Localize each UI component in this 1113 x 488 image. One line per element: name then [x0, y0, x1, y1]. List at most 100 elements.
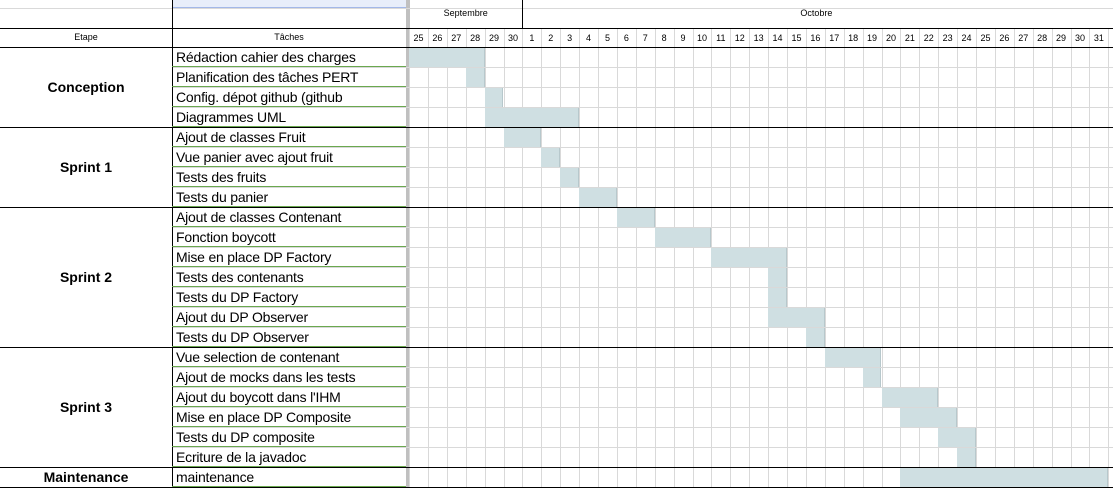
- grid-vline: [938, 28, 940, 488]
- day-label: 27: [451, 33, 462, 43]
- task-bar[interactable]: [616, 208, 655, 227]
- grid-vline: [843, 28, 845, 488]
- task-bar[interactable]: [824, 348, 882, 367]
- task-bar[interactable]: [503, 128, 542, 147]
- grid-vline: [579, 28, 581, 488]
- task-bar[interactable]: [768, 268, 787, 287]
- task-row[interactable]: Ajout de mocks dans les tests: [172, 367, 406, 387]
- task-bar[interactable]: [541, 148, 561, 167]
- task-bar[interactable]: [862, 368, 882, 387]
- day-label: 29: [489, 33, 500, 43]
- task-bar[interactable]: [465, 68, 485, 87]
- task-row[interactable]: Tests des fruits: [172, 167, 406, 187]
- task-bar[interactable]: [768, 288, 787, 307]
- task-label: maintenance: [176, 469, 254, 485]
- day-label: 21: [904, 33, 915, 43]
- task-row[interactable]: Ajout du DP Observer: [172, 307, 406, 327]
- day-label: 14: [772, 33, 783, 43]
- task-bar[interactable]: [654, 228, 712, 247]
- grid-vline: [484, 28, 486, 488]
- task-bar[interactable]: [768, 308, 825, 327]
- task-row[interactable]: Tests du DP Factory: [172, 287, 406, 307]
- grid-hline: [0, 387, 1113, 388]
- task-row[interactable]: Ajout de classes Contenant: [172, 207, 406, 227]
- task-row[interactable]: Rédaction cahier des charges: [172, 47, 406, 67]
- task-bar[interactable]: [484, 88, 504, 107]
- day-label: 27: [1018, 33, 1029, 43]
- grid-vline: [1089, 28, 1091, 488]
- grid-vline: [957, 28, 959, 488]
- task-row[interactable]: Tests du DP composite: [172, 427, 406, 447]
- day-label: 25: [413, 33, 424, 43]
- task-row[interactable]: Fonction boycott: [172, 227, 406, 247]
- task-bar[interactable]: [579, 188, 617, 207]
- task-row[interactable]: Tests des contenants: [172, 267, 406, 287]
- grid-hline: [0, 407, 1113, 408]
- task-label: Ecriture de la javadoc: [176, 449, 307, 465]
- task-label: Fonction boycott: [176, 229, 276, 245]
- task-bar[interactable]: [409, 48, 485, 67]
- task-bar[interactable]: [900, 468, 1109, 487]
- freeze-divider[interactable]: [406, 0, 410, 488]
- phase-label: Sprint 3: [59, 399, 113, 415]
- phase-label: Sprint 2: [59, 269, 113, 285]
- task-row[interactable]: Config. dépot github (github: [172, 87, 406, 107]
- day-label: 5: [604, 33, 610, 43]
- phase-separator: [172, 127, 1113, 128]
- grid-vline: [427, 28, 429, 488]
- phase-separator: [172, 467, 1113, 468]
- task-bar[interactable]: [711, 248, 787, 267]
- task-row[interactable]: Diagrammes UML: [172, 107, 406, 127]
- day-label: 4: [586, 33, 592, 43]
- grid-vline: [541, 28, 543, 488]
- task-row[interactable]: Ajout du boycott dans l'IHM: [172, 387, 406, 407]
- task-bar[interactable]: [957, 448, 976, 467]
- grid-hline: [0, 187, 1113, 188]
- day-label: 11: [716, 33, 726, 43]
- task-label: Ajout de classes Fruit: [176, 129, 306, 145]
- task-bar[interactable]: [938, 428, 976, 447]
- task-row[interactable]: Vue panier avec ajout fruit: [172, 147, 406, 167]
- grid-hline: [0, 427, 1113, 428]
- day-label: 28: [470, 33, 481, 43]
- task-row[interactable]: Mise en place DP Composite: [172, 407, 406, 427]
- day-label: 28: [1037, 33, 1048, 43]
- task-bar[interactable]: [805, 328, 825, 347]
- task-bar[interactable]: [560, 168, 580, 187]
- month-header[interactable]: Octobre: [522, 0, 1108, 28]
- phase-cell[interactable]: Sprint 1: [0, 127, 172, 207]
- grid-vline: [1108, 28, 1110, 488]
- task-row[interactable]: Vue selection de contenant: [172, 347, 406, 367]
- phase-separator: [172, 207, 1113, 208]
- grid-vline: [673, 28, 675, 488]
- day-label: 1: [529, 33, 535, 43]
- grid-hline: [0, 227, 1113, 228]
- month-header[interactable]: Septembre: [409, 0, 522, 28]
- phase-cell[interactable]: Maintenance: [0, 467, 172, 487]
- task-row[interactable]: Ajout de classes Fruit: [172, 127, 406, 147]
- task-row[interactable]: maintenance: [172, 467, 406, 487]
- day-label: 13: [753, 33, 764, 43]
- grid-hline: [0, 147, 1113, 148]
- task-row[interactable]: Tests du panier: [172, 187, 406, 207]
- grid-hline: [0, 247, 1113, 248]
- phase-cell[interactable]: Sprint 2: [0, 207, 172, 347]
- task-bar[interactable]: [484, 108, 580, 127]
- task-row[interactable]: Ecriture de la javadoc: [172, 447, 406, 467]
- task-row[interactable]: Planification des tâches PERT: [172, 67, 406, 87]
- selected-cell[interactable]: [172, 0, 406, 8]
- phase-cell[interactable]: Conception: [0, 47, 172, 127]
- taches-header: Tâches: [274, 32, 304, 42]
- phase-cell[interactable]: Sprint 3: [0, 347, 172, 467]
- task-label: Ajout de classes Contenant: [176, 209, 342, 225]
- task-label: Ajout de mocks dans les tests: [176, 369, 356, 385]
- grid-vline: [1032, 28, 1034, 488]
- day-label: 16: [810, 33, 821, 43]
- task-row[interactable]: Mise en place DP Factory: [172, 247, 406, 267]
- day-label: 31: [1093, 33, 1104, 43]
- task-bar[interactable]: [881, 388, 939, 407]
- header-line: [0, 8, 1113, 9]
- task-row[interactable]: Tests du DP Observer: [172, 327, 406, 347]
- task-bar[interactable]: [900, 408, 958, 427]
- day-label: 2: [548, 33, 554, 43]
